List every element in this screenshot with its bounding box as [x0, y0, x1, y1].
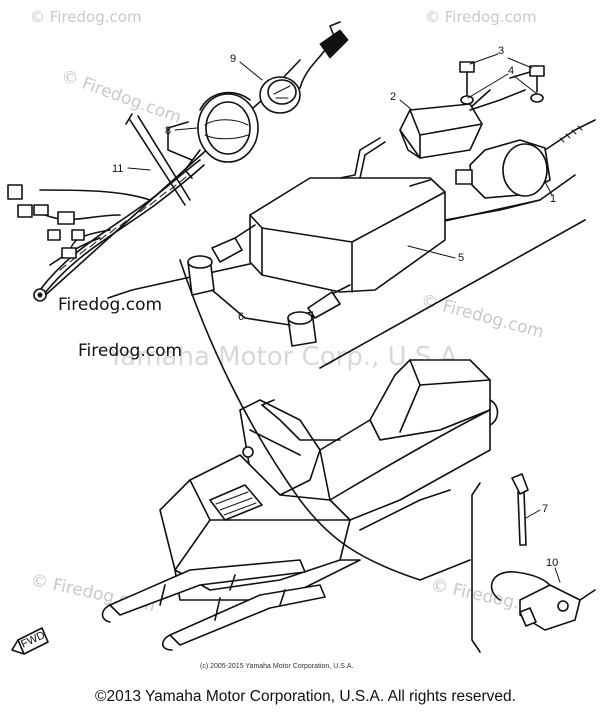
horn [167, 91, 259, 179]
callout-8: 8 [165, 125, 171, 137]
callout-11: 11 [112, 163, 123, 175]
watermark-firedog: © Firedog.com [30, 8, 142, 26]
forward-arrow-badge: FWD [11, 627, 49, 655]
callout-4: 4 [508, 65, 514, 77]
watermark-firedog: © Firedog.com [419, 291, 546, 343]
watermark-firedog-strong: Firedog.com [58, 295, 162, 315]
coil-box [329, 89, 526, 186]
footer-copyright: ©2013 Yamaha Motor Corporation, U.S.A. A… [95, 688, 516, 705]
callout-7: 7 [542, 503, 548, 515]
wire-harness [7, 113, 205, 302]
watermark-firedog: © Firedog.com [425, 8, 537, 26]
callout-1: 1 [550, 193, 556, 205]
callout-10: 10 [546, 557, 558, 569]
watermark-firedog: © Firedog.com [58, 66, 184, 128]
strap-and-switch [490, 473, 596, 631]
callout-2: 2 [390, 91, 396, 103]
inner-copyright: (c) 2005-2015 Yamaha Motor Corporation, … [200, 663, 353, 670]
watermark-firedog-strong: Firedog.com [78, 341, 182, 361]
cdi-unit [455, 119, 596, 199]
callouts: 11 8 9 2 3 4 1 5 6 7 10 [112, 45, 561, 583]
callout-5: 5 [458, 252, 464, 264]
callout-6: 6 [238, 311, 244, 323]
meter [259, 21, 349, 114]
snowmobile [101, 259, 499, 651]
callout-3: 3 [498, 45, 504, 57]
plug-caps [187, 237, 341, 347]
callout-9: 9 [230, 53, 236, 65]
bolts [459, 61, 545, 109]
